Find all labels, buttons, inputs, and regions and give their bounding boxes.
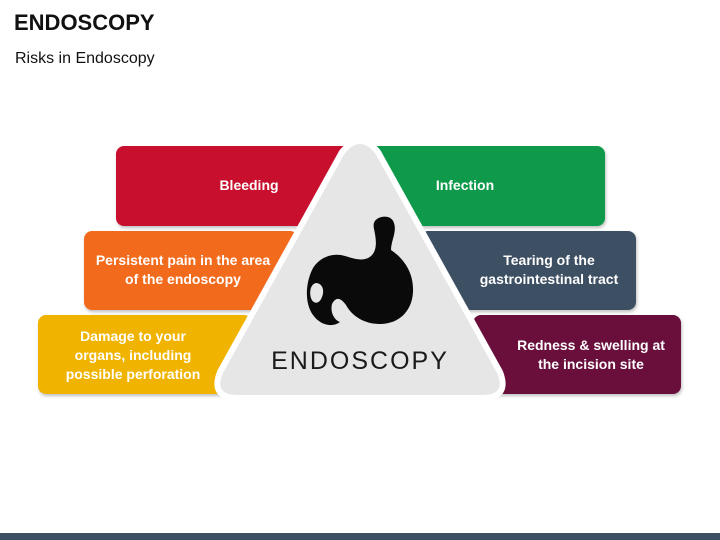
bottom-bar (0, 533, 720, 540)
risk-label-pain: Persistent pain in the area of the endos… (95, 252, 271, 287)
risk-box-redness: Redness & swelling at the incision site (473, 315, 681, 394)
risk-label-infection: Infection (435, 177, 495, 193)
stomach-icon (306, 216, 414, 326)
page-subtitle: Risks in Endoscopy (15, 50, 155, 67)
risk-label-redness: Redness & swelling at the incision site (517, 337, 665, 372)
center-label: ENDOSCOPY (271, 347, 449, 375)
risk-label-tearing: Tearing of the gastrointestinal tract (479, 252, 619, 287)
risk-label-bleeding: Bleeding (219, 177, 279, 193)
risk-label-damage: Damage to your organs, including possibl… (65, 328, 201, 382)
page-title: ENDOSCOPY (14, 10, 155, 35)
